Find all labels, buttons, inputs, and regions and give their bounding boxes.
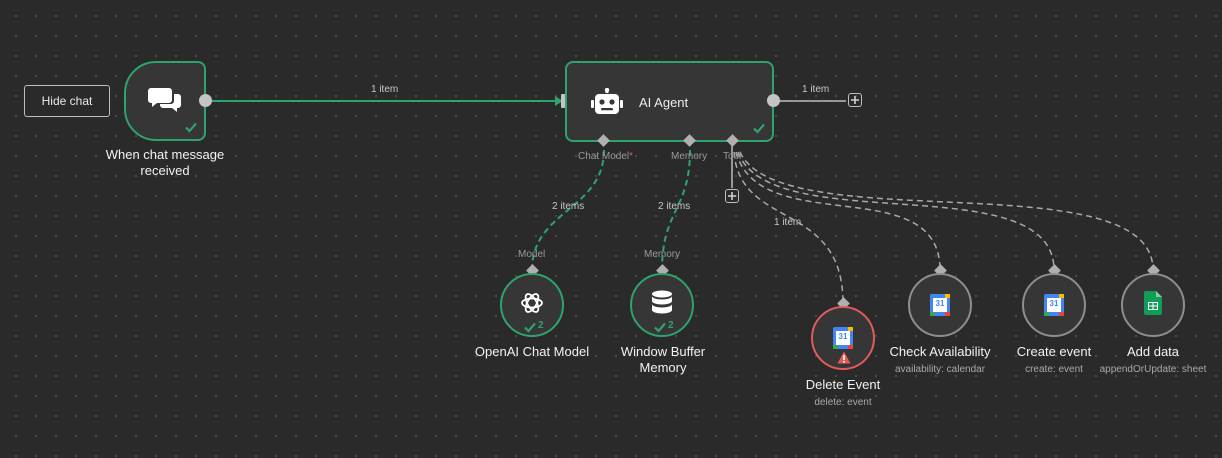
warning-icon[interactable]	[837, 351, 851, 369]
memory-port-label: Memory	[671, 151, 708, 162]
calendar-day-text: 31	[838, 332, 848, 341]
google-sheets-icon	[1144, 290, 1162, 320]
trigger-node-title: When chat message received	[84, 147, 246, 179]
trigger-to-agent-arrow	[555, 96, 563, 106]
model-edge-label: 2 items	[552, 201, 585, 212]
create-event-node[interactable]: 31	[1022, 273, 1086, 337]
google-calendar-icon: 31	[1044, 294, 1064, 316]
agent-output-edge-label: 1 item	[802, 84, 830, 95]
trigger-agent-edge-label: 1 item	[371, 84, 399, 95]
openai-chat-model-node[interactable]: 2	[500, 273, 564, 337]
success-check-icon	[524, 322, 536, 333]
database-icon	[651, 290, 673, 321]
trigger-output-handle[interactable]	[199, 94, 212, 107]
add-data-wire[interactable]	[739, 151, 1154, 271]
run-count: 2	[538, 320, 544, 331]
memory-node-port-label: Memory	[644, 249, 681, 260]
check-availability-subtitle: availability: calendar	[894, 364, 986, 375]
calendar-day-text: 31	[935, 299, 945, 308]
tool-port-label: Tool	[723, 151, 742, 162]
robot-icon	[591, 87, 623, 123]
openai-icon	[519, 290, 545, 321]
google-calendar-icon: 31	[833, 327, 853, 349]
calendar-day-text: 31	[1049, 299, 1059, 308]
memory-wire[interactable]	[661, 149, 691, 271]
delete-event-edge-label: 1 item	[774, 217, 802, 228]
chat-model-port-label: Chat Model*	[578, 151, 633, 162]
agent-output-handle[interactable]	[767, 94, 780, 107]
check-availability-wire[interactable]	[735, 151, 941, 271]
delete-event-subtitle: delete: event	[814, 397, 872, 408]
agent-input-handle[interactable]	[561, 94, 567, 108]
window-buffer-memory-node[interactable]: 2	[630, 273, 694, 337]
trigger-title-line1: When chat message	[105, 147, 225, 162]
agent-title: AI Agent	[639, 95, 689, 110]
chat-trigger-node[interactable]	[124, 61, 206, 141]
ai-agent-node[interactable]: AI Agent	[565, 61, 774, 142]
required-marker: *	[629, 151, 634, 162]
model-port-label: Model	[518, 249, 546, 260]
create-event-title: Create event	[1016, 344, 1092, 359]
memory-node-title: Window Buffer Memory	[598, 344, 728, 376]
trigger-title-line2: received	[140, 163, 190, 178]
success-check-icon	[753, 123, 765, 134]
success-check-icon	[185, 122, 197, 133]
memory-edge-label: 2 items	[658, 201, 691, 212]
plus-icon	[851, 96, 859, 104]
delete-event-title: Delete Event	[805, 377, 881, 392]
check-availability-title: Check Availability	[889, 344, 991, 359]
run-count: 2	[668, 320, 674, 331]
success-check-icon	[654, 322, 666, 333]
hide-chat-button[interactable]: Hide chat	[24, 85, 110, 117]
plus-icon	[728, 192, 736, 200]
chat-model-label-text: Chat Model	[578, 151, 630, 162]
create-event-subtitle: create: event	[1025, 364, 1083, 375]
memory-title-line2: Memory	[639, 360, 687, 375]
openai-node-title: OpenAI Chat Model	[474, 344, 590, 359]
delete-event-wire[interactable]	[733, 151, 844, 304]
add-next-node-button[interactable]	[848, 93, 862, 107]
delete-event-node[interactable]: 31	[811, 306, 875, 370]
create-event-wire[interactable]	[737, 151, 1055, 271]
chat-bubbles-icon	[147, 85, 183, 118]
model-wire[interactable]	[531, 149, 605, 271]
check-availability-node[interactable]: 31	[908, 273, 972, 337]
memory-title-line1: Window Buffer	[620, 344, 706, 359]
google-calendar-icon: 31	[930, 294, 950, 316]
add-tool-button[interactable]	[725, 189, 739, 203]
add-data-node[interactable]	[1121, 273, 1185, 337]
add-data-subtitle: appendOrUpdate: sheet	[1099, 364, 1207, 375]
add-data-title: Add data	[1126, 344, 1180, 359]
